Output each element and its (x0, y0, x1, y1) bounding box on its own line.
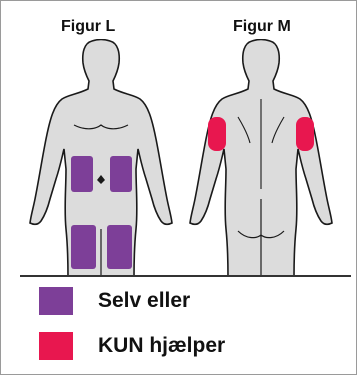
legend-item-helper: KUN hjælper (39, 332, 225, 360)
figure-l-title: Figur L (61, 18, 115, 36)
abdomen-left-site (71, 156, 93, 192)
back-body-figure (186, 39, 336, 277)
ground-line (20, 275, 351, 277)
legend-label-self: Selv eller (98, 289, 190, 313)
upper-arm-left-site (208, 117, 226, 151)
legend-swatch-purple (39, 287, 73, 315)
legend-item-self: Selv eller (39, 287, 190, 315)
thigh-left-site (71, 225, 96, 269)
legend-swatch-pink (39, 332, 73, 360)
figure-m-title: Figur M (233, 18, 291, 36)
abdomen-right-site (110, 156, 132, 192)
upper-arm-right-site (296, 117, 314, 151)
front-body-figure (26, 39, 176, 277)
legend-label-helper: KUN hjælper (98, 334, 225, 358)
thigh-right-site (107, 225, 132, 269)
